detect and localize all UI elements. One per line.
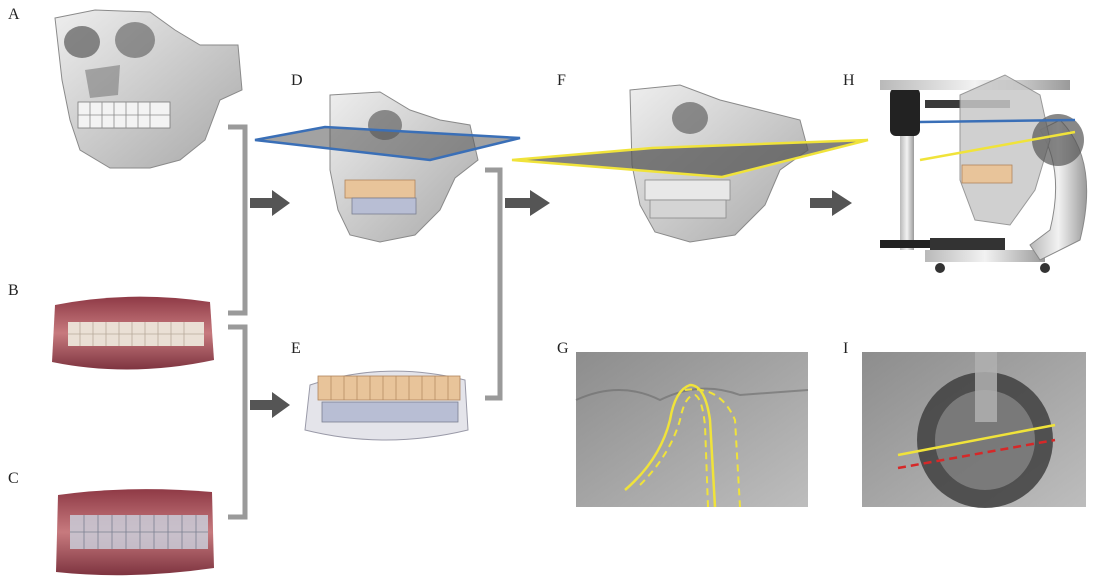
dental-scan-merged-e — [305, 371, 468, 440]
arrow-to-d — [250, 190, 290, 216]
bracket-bc — [228, 327, 245, 517]
skull-with-plane-d — [255, 92, 520, 242]
skull-with-plane-f — [512, 85, 868, 242]
articulator-closeup-i — [862, 352, 1086, 508]
dental-scan-b — [52, 297, 214, 370]
arrow-to-f — [505, 190, 550, 216]
condyle-closeup-g — [576, 352, 808, 507]
bracket-ab — [228, 127, 245, 313]
bracket-de — [485, 170, 500, 398]
arrow-to-h — [810, 190, 852, 216]
arrow-to-e — [250, 392, 290, 418]
articulator-h — [880, 75, 1087, 273]
dental-scan-c — [56, 489, 214, 575]
skull-ct-a — [55, 10, 242, 168]
